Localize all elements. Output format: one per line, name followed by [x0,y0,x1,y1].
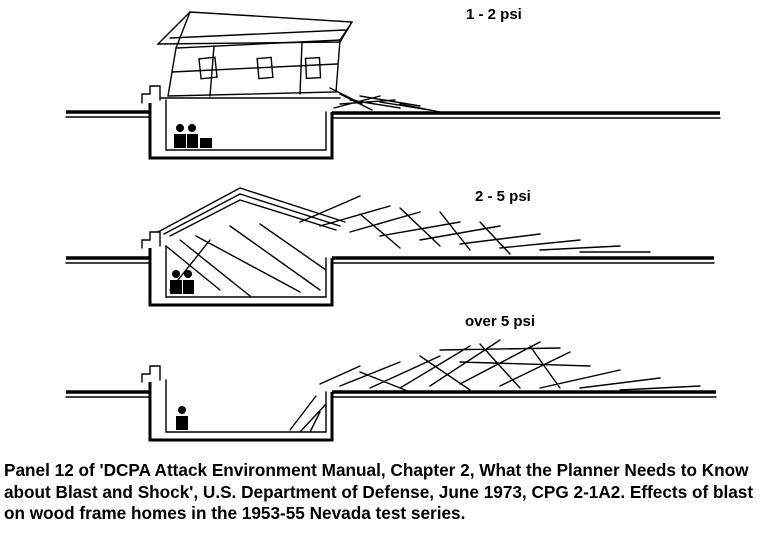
collapsed-roof [157,187,346,233]
debris [319,339,701,393]
basement-walls [148,248,334,307]
window-icon [198,56,218,80]
entry-steps [141,231,161,249]
panel-2-house-collapsed [65,187,715,307]
ground-line [66,110,720,115]
panel-1-house-tilted [65,11,721,160]
figure-caption: Panel 12 of 'DCPA Attack Environment Man… [4,460,754,523]
occupants-icon [176,406,188,430]
basement-walls [148,103,334,160]
occupants-icon [174,124,212,148]
house-roof [156,11,354,45]
pressure-label-over-5-psi: over 5 psi [465,313,536,330]
occupants-icon [170,270,194,294]
debris [329,87,441,113]
entry-steps [141,85,161,104]
blast-illustrations [65,11,721,442]
debris [299,195,651,255]
entry-steps [141,365,161,383]
basement-walls [148,382,334,442]
panel-3-house-destroyed [65,339,717,442]
pressure-label-1-2-psi: 1 - 2 psi [466,6,522,23]
pressure-label-2-5-psi: 2 - 5 psi [475,188,531,205]
